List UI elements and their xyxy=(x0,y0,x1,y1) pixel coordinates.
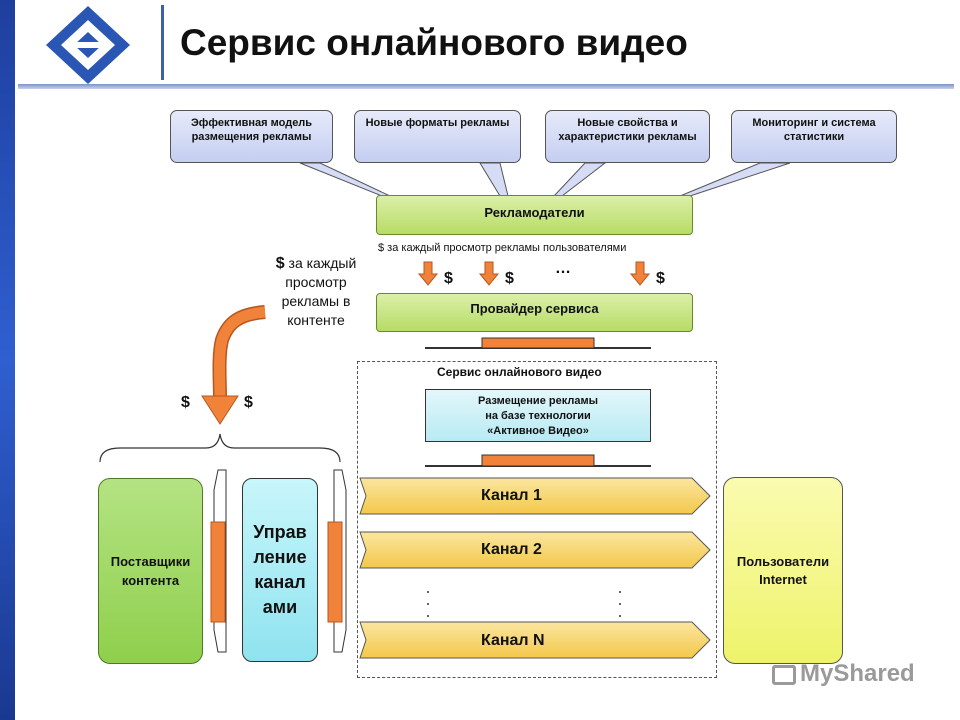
watermark: MyShared xyxy=(772,660,915,688)
content-payment-symbol: $ xyxy=(275,255,285,272)
internet-users-box: Пользователи Internet xyxy=(723,477,843,664)
sidebar-stripe xyxy=(0,0,15,720)
content-payment-label: за каждый просмотр рекламы в контенте xyxy=(281,255,357,328)
tech-box: Размещение рекламы на базе технологии «А… xyxy=(425,389,651,442)
channel-2-label: Канал 2 xyxy=(481,541,542,558)
header-rule xyxy=(18,84,954,89)
channel-n-label: Канал N xyxy=(481,632,545,649)
channel-1-label: Канал 1 xyxy=(481,487,542,504)
logo-icon xyxy=(46,6,130,84)
suppliers-line-2: контента xyxy=(121,573,180,588)
channel-management-box: Управ ление канал ами xyxy=(242,478,318,662)
management-line-2: ление xyxy=(253,547,307,567)
callout-ad-properties: Новые свойства и характеристики рекламы xyxy=(545,110,710,163)
provider-box: Провайдер сервиса xyxy=(376,293,693,332)
content-payment-text: $ за каждый просмотр рекламы в контенте xyxy=(266,254,366,330)
watermark-icon xyxy=(772,664,796,685)
ellipsis-label: … xyxy=(555,260,571,277)
tech-line-2: на базе технологии xyxy=(485,410,591,422)
page-title: Сервис онлайнового видео xyxy=(180,22,688,63)
management-line-3: канал xyxy=(254,572,306,592)
callout-monitoring: Мониторинг и система статистики xyxy=(731,110,897,163)
callout-ad-model: Эффективная модель размещения рекламы xyxy=(170,110,333,163)
dollar-label-3: $ xyxy=(656,270,665,287)
watermark-text: MyShared xyxy=(800,660,915,687)
suppliers-box: Поставщики контента xyxy=(98,478,203,664)
dollar-label-2: $ xyxy=(505,270,514,287)
suppliers-line-1: Поставщики xyxy=(110,554,191,569)
callout-ad-formats: Новые форматы рекламы xyxy=(354,110,521,163)
management-line-1: Управ xyxy=(253,522,307,542)
tech-line-3: «Активное Видео» xyxy=(487,425,589,437)
service-area-label: Сервис онлайнового видео xyxy=(437,365,602,379)
users-line-2: Internet xyxy=(759,571,807,587)
dollar-label-right: $ xyxy=(244,394,253,411)
service-area xyxy=(357,361,717,678)
management-line-4: ами xyxy=(262,597,298,617)
users-line-1: Пользователи xyxy=(736,553,830,569)
payment-note: $ за каждый просмотр рекламы пользовател… xyxy=(378,242,627,254)
tech-line-1: Размещение рекламы xyxy=(478,395,598,407)
dollar-label-left: $ xyxy=(181,394,190,411)
dollar-label-1: $ xyxy=(444,270,453,287)
header-divider xyxy=(161,5,164,80)
advertisers-box: Рекламодатели xyxy=(376,195,693,235)
